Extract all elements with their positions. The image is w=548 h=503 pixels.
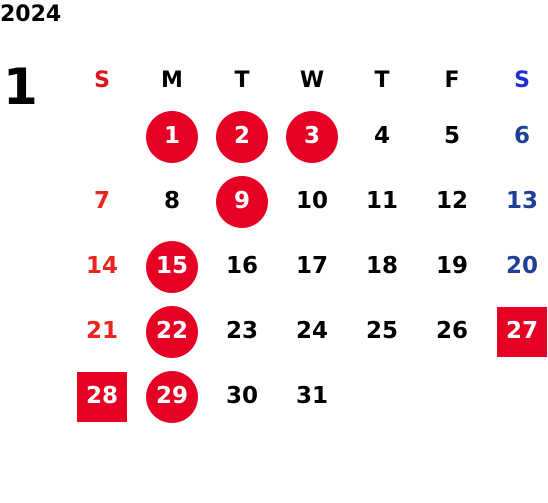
calendar-year: 2024 — [0, 2, 62, 27]
day-number: 30 — [225, 383, 258, 409]
day-number: 8 — [163, 188, 180, 214]
day-number: 27 — [505, 318, 538, 344]
day-number: 21 — [85, 318, 118, 344]
day-number: 25 — [365, 318, 398, 344]
holiday-day-cell: 29 — [137, 364, 207, 429]
weekday-header: T — [374, 68, 390, 93]
day-cell: 12 — [417, 169, 487, 234]
holiday-day-cell: 22 — [137, 299, 207, 364]
holiday-day-cell: 27 — [487, 299, 548, 364]
day-cell: 13 — [487, 169, 548, 234]
day-cell: 26 — [417, 299, 487, 364]
weekday-header: W — [299, 68, 325, 93]
empty-day-cell — [487, 364, 548, 429]
day-cell: 23 — [207, 299, 277, 364]
day-number: 18 — [365, 253, 398, 279]
day-number: 3 — [303, 123, 320, 149]
day-number: 4 — [373, 123, 390, 149]
day-number: 5 — [443, 123, 460, 149]
empty-day-cell — [347, 364, 417, 429]
day-cell: 19 — [417, 234, 487, 299]
day-number: 24 — [295, 318, 328, 344]
day-number: 16 — [225, 253, 258, 279]
empty-day-cell — [417, 364, 487, 429]
weekday-header: T — [234, 68, 250, 93]
day-cell: 6 — [487, 104, 548, 169]
day-number: 13 — [505, 188, 538, 214]
day-cell: 5 — [417, 104, 487, 169]
day-cell: 30 — [207, 364, 277, 429]
day-number: 7 — [93, 188, 110, 214]
day-number: 19 — [435, 253, 468, 279]
day-number: 14 — [85, 253, 118, 279]
day-cell: 4 — [347, 104, 417, 169]
day-cell: 8 — [137, 169, 207, 234]
day-number: 15 — [155, 253, 188, 279]
day-number: 22 — [155, 318, 188, 344]
holiday-day-cell: 9 — [207, 169, 277, 234]
empty-day-cell — [67, 104, 137, 169]
day-cell: 17 — [277, 234, 347, 299]
day-number: 28 — [85, 383, 118, 409]
day-number: 26 — [435, 318, 468, 344]
day-cell: 31 — [277, 364, 347, 429]
day-number: 11 — [365, 188, 398, 214]
day-number: 2 — [233, 123, 250, 149]
day-number: 31 — [295, 383, 328, 409]
day-cell: 18 — [347, 234, 417, 299]
weekday-header: S — [94, 68, 110, 93]
day-number: 9 — [233, 188, 250, 214]
day-cell: 24 — [277, 299, 347, 364]
day-number: 20 — [505, 253, 538, 279]
day-cell: 10 — [277, 169, 347, 234]
day-cell: 20 — [487, 234, 548, 299]
day-cell: 7 — [67, 169, 137, 234]
holiday-day-cell: 2 — [207, 104, 277, 169]
weekday-header: M — [161, 68, 183, 93]
day-number: 17 — [295, 253, 328, 279]
calendar-month: 1 — [3, 58, 38, 116]
day-cell: 25 — [347, 299, 417, 364]
day-cell: 16 — [207, 234, 277, 299]
day-cell: 21 — [67, 299, 137, 364]
day-number: 29 — [155, 383, 188, 409]
holiday-day-cell: 1 — [137, 104, 207, 169]
day-number: 12 — [435, 188, 468, 214]
day-number: 6 — [513, 123, 530, 149]
weekday-header: S — [514, 68, 530, 93]
weekday-header: F — [444, 68, 460, 93]
day-cell: 11 — [347, 169, 417, 234]
day-number: 10 — [295, 188, 328, 214]
holiday-day-cell: 28 — [67, 364, 137, 429]
holiday-day-cell: 15 — [137, 234, 207, 299]
holiday-day-cell: 3 — [277, 104, 347, 169]
day-number: 23 — [225, 318, 258, 344]
day-cell: 14 — [67, 234, 137, 299]
day-number: 1 — [163, 123, 180, 149]
